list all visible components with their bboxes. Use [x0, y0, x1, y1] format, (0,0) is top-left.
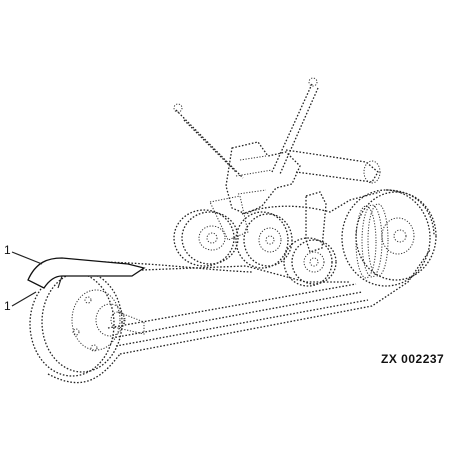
drive-pulley-left — [29, 271, 145, 377]
callout-number-1-upper: 1 — [4, 243, 11, 257]
figure-code: ZX 002237 — [381, 352, 445, 366]
belt-guard — [27, 257, 146, 289]
callout-number-1-lower: 1 — [4, 299, 11, 313]
grooved-pulley-right — [341, 189, 437, 287]
callout-leaders — [11, 251, 43, 307]
mounting-bracket — [209, 141, 381, 253]
tension-rods — [173, 77, 319, 179]
idler-pulley-upper — [173, 209, 239, 267]
idler-pulley-lower — [283, 237, 337, 287]
center-pulley — [235, 211, 293, 269]
